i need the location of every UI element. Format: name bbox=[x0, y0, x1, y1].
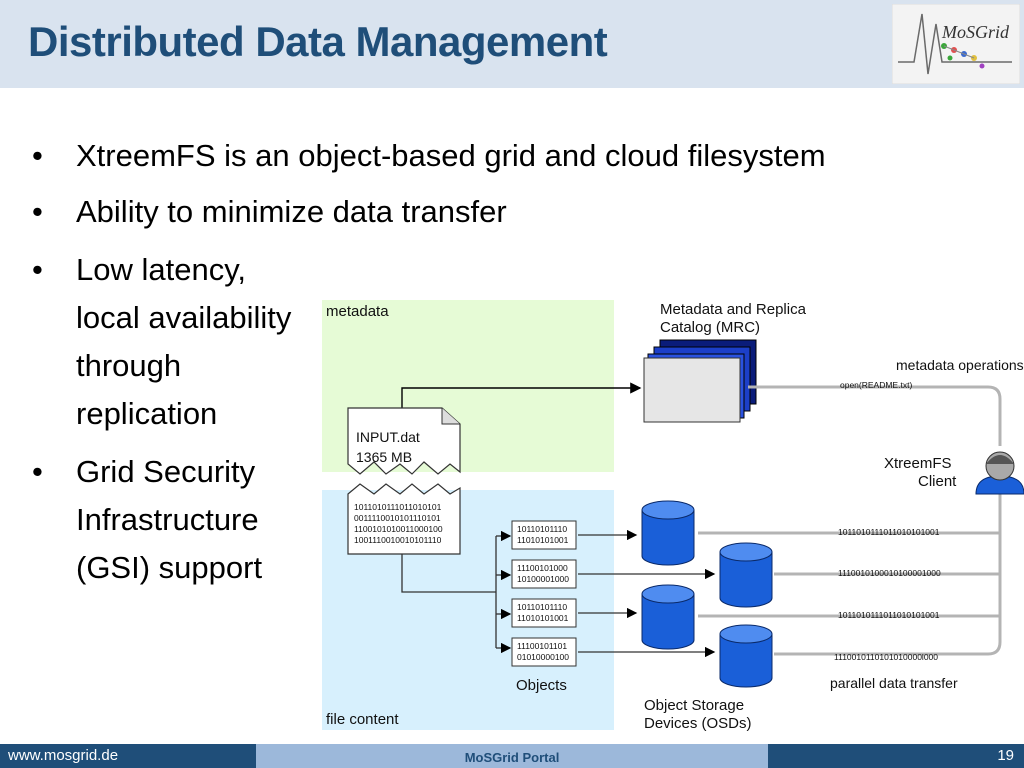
file-bits-line: 1100101010011000100 bbox=[354, 524, 443, 534]
object-bits: 10110101110 bbox=[517, 602, 567, 612]
open-call-label: open(README.txt) bbox=[840, 380, 912, 390]
metadata-label: metadata bbox=[326, 303, 389, 320]
footer-portal-label: MoSGrid Portal bbox=[464, 750, 560, 765]
metadata-operations-label: metadata operations bbox=[896, 357, 1024, 373]
user-icon bbox=[975, 451, 1024, 495]
file-content-label: file content bbox=[326, 711, 399, 728]
client-trunk-line bbox=[748, 385, 1002, 656]
osd-disk bbox=[719, 624, 773, 688]
bullet-text: Low latency, bbox=[76, 252, 247, 287]
mrc-title: Catalog (MRC) bbox=[660, 319, 760, 336]
client-label: Client bbox=[918, 473, 957, 490]
mrc-server-stack bbox=[643, 339, 757, 423]
bullet-dot: • bbox=[32, 138, 43, 173]
page-number: 19 bbox=[997, 747, 1014, 764]
client-label: XtreemFS bbox=[884, 455, 952, 472]
object-box bbox=[511, 559, 577, 589]
object-box bbox=[511, 637, 577, 667]
osd-disk bbox=[641, 584, 695, 650]
bullet-text: Infrastructure bbox=[76, 502, 259, 537]
file-bits-line: 0011110010101110101 bbox=[354, 513, 441, 523]
object-box bbox=[511, 598, 577, 628]
object-bits: 11010101001 bbox=[517, 613, 569, 623]
mrc-title: Metadata and Replica bbox=[660, 301, 807, 318]
split-connector bbox=[401, 554, 496, 593]
footer-middle: MoSGrid Portal bbox=[256, 744, 768, 768]
file-size: 1365 MB bbox=[356, 449, 412, 465]
xtreemfs-diagram: metadata file content INPUT.dat 1365 MB … bbox=[322, 300, 1024, 732]
parallel-transfer-label: parallel data transfer bbox=[830, 675, 958, 691]
bullet-dot: • bbox=[32, 252, 43, 287]
objects-label: Objects bbox=[516, 677, 567, 694]
object-bits: 11010101001 bbox=[517, 535, 569, 545]
object-bits: 11100101000 bbox=[517, 563, 568, 573]
transfer-bits: 1011010111011010101001 bbox=[838, 527, 940, 537]
file-bits-line: 1001110010010101110 bbox=[354, 535, 442, 545]
input-file-icon bbox=[347, 407, 461, 555]
object-bits: 10110101110 bbox=[517, 524, 567, 534]
bullet-dot: • bbox=[32, 194, 43, 229]
bullet-text: Grid Security bbox=[76, 454, 256, 489]
mosgrid-logo: MoSGrid bbox=[892, 4, 1020, 84]
osd-label: Devices (OSDs) bbox=[644, 715, 752, 732]
bullet-text: (GSI) support bbox=[76, 550, 263, 585]
bullet-dot: • bbox=[32, 454, 43, 489]
bullet-text: through bbox=[76, 348, 182, 383]
object-box bbox=[511, 520, 577, 550]
footer-website-link[interactable]: www.mosgrid.de bbox=[8, 747, 119, 764]
bullet-text: Ability to minimize data transfer bbox=[76, 194, 507, 229]
bullet-text: replication bbox=[76, 396, 218, 431]
slide-header: Distributed Data Management MoSGrid bbox=[0, 0, 1024, 88]
object-bits: 01010000100 bbox=[517, 652, 569, 662]
bullet-text: local availability bbox=[76, 300, 292, 335]
slide-title: Distributed Data Management bbox=[28, 18, 608, 65]
file-bits-line: 1011010111011010101 bbox=[354, 502, 442, 512]
transfer-bits: 1011010111011010101001 bbox=[838, 610, 940, 620]
logo-text: MoSGrid bbox=[941, 22, 1010, 42]
object-bits: 11100101101 bbox=[517, 641, 567, 651]
object-bits: 10100001000 bbox=[517, 574, 569, 584]
transfer-bits: 1110010110101010000l000 bbox=[834, 652, 938, 662]
osd-label: Object Storage bbox=[644, 697, 744, 714]
slide-footer: www.mosgrid.de MoSGrid Portal 19 bbox=[0, 744, 1024, 768]
footer-right: 19 bbox=[768, 744, 1024, 768]
file-name: INPUT.dat bbox=[356, 429, 420, 445]
transfer-bits: 1110010100010100001000 bbox=[838, 568, 941, 578]
footer-left: www.mosgrid.de bbox=[0, 744, 256, 768]
osd-disk bbox=[641, 500, 695, 566]
osd-disk bbox=[719, 542, 773, 608]
bullet-text: XtreemFS is an object-based grid and clo… bbox=[76, 138, 826, 173]
